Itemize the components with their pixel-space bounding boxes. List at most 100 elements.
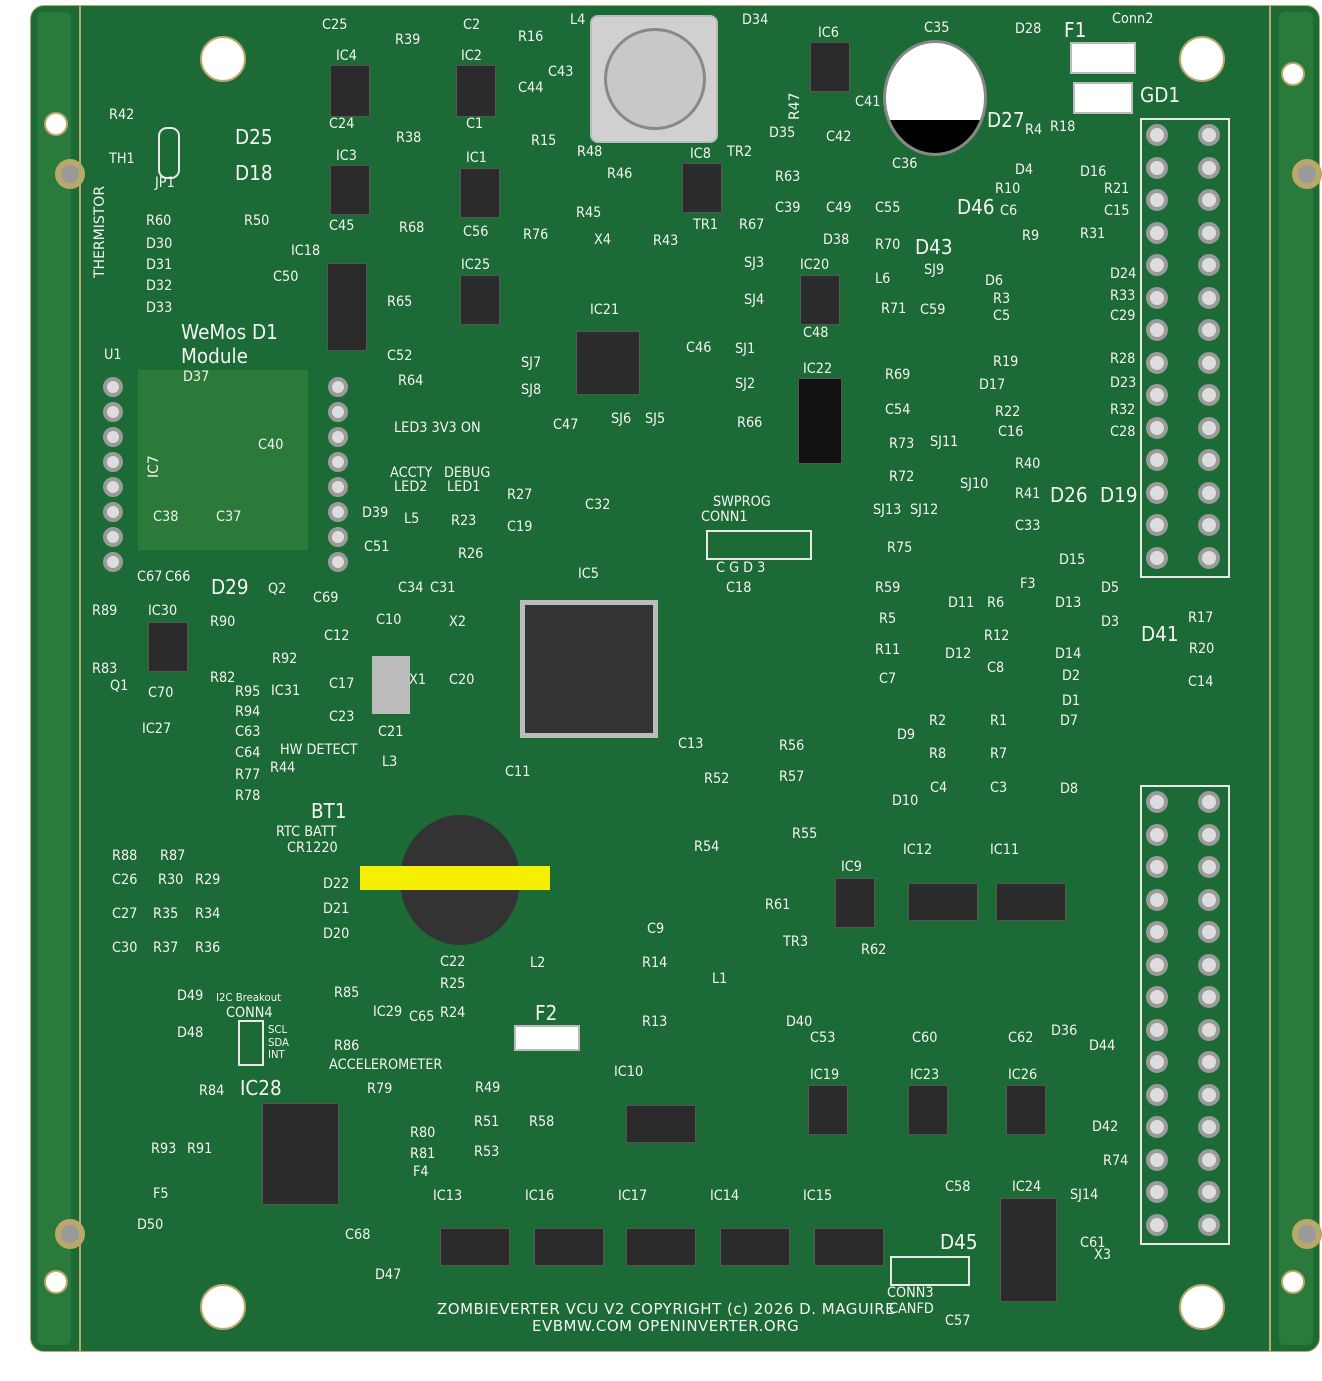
silkscreen-label: C49 [826, 200, 852, 216]
silkscreen-label: IC7 [146, 455, 162, 478]
silkscreen-label: R18 [1050, 119, 1076, 135]
conn3-canfd-header[interactable] [890, 1256, 970, 1286]
silkscreen-label: C9 [647, 921, 665, 937]
conn4-i2c-header[interactable] [238, 1020, 264, 1066]
silkscreen-label: CONN3 [887, 1285, 934, 1301]
ic26-chip [1006, 1085, 1046, 1135]
silkscreen-label: C11 [505, 764, 531, 780]
silkscreen-label: C8 [987, 660, 1005, 676]
silkscreen-label: C13 [678, 736, 704, 752]
u1-pin [328, 502, 348, 522]
f1-fuse [1070, 42, 1136, 74]
silkscreen-label: D37 [183, 369, 210, 385]
silkscreen-label: L3 [382, 754, 398, 770]
silkscreen-label: SCL [268, 1023, 288, 1036]
silkscreen-label: IC1 [466, 150, 487, 166]
jp1-jumper[interactable] [158, 127, 180, 179]
silkscreen-label: D47 [375, 1267, 402, 1283]
fiducial [55, 159, 85, 189]
silkscreen-label: R56 [779, 738, 805, 754]
ic6-chip [810, 42, 850, 92]
silkscreen-label: SJ6 [611, 411, 632, 427]
silkscreen-label: C6 [1000, 203, 1018, 219]
header-pin [1198, 449, 1220, 471]
silkscreen-label: D14 [1055, 646, 1082, 662]
silkscreen-label: R39 [395, 32, 421, 48]
silkscreen-label: IC9 [841, 859, 862, 875]
u1-pin [103, 402, 123, 422]
silkscreen-label: R78 [235, 788, 261, 804]
silkscreen-label: D39 [362, 505, 389, 521]
silkscreen-label: R2 [929, 713, 947, 729]
silkscreen-label: R82 [210, 670, 236, 686]
silkscreen-label: R41 [1015, 486, 1041, 502]
silkscreen-label: C1 [466, 116, 484, 132]
silkscreen-label: IC29 [373, 1004, 403, 1020]
silkscreen-label: SJ3 [744, 255, 765, 271]
silkscreen-label: C25 [322, 17, 348, 33]
ic5-microcontroller [520, 600, 658, 738]
silkscreen-label: C55 [875, 200, 901, 216]
silkscreen-label: SJ2 [735, 376, 756, 392]
mounting-hole [1179, 36, 1225, 82]
header-pin [1146, 921, 1168, 943]
ic21-chip [576, 331, 640, 395]
silkscreen-label: D48 [177, 1025, 204, 1041]
ic28-chip [262, 1103, 339, 1205]
silkscreen-label: R61 [765, 897, 791, 913]
header-pin [1198, 1116, 1220, 1138]
silkscreen-label: R38 [396, 130, 422, 146]
silkscreen-label: F4 [413, 1164, 429, 1180]
silkscreen-label: D32 [146, 278, 173, 294]
silkscreen-label: R11 [875, 642, 901, 658]
silkscreen-label: C15 [1104, 203, 1130, 219]
silkscreen-label: R63 [775, 169, 801, 185]
silkscreen-label: C16 [998, 424, 1024, 440]
silkscreen-label: R57 [779, 769, 805, 785]
silkscreen-label: R70 [875, 237, 901, 253]
header-pin [1198, 888, 1220, 911]
silkscreen-label: C65 [409, 1009, 435, 1025]
header-pin [1198, 286, 1220, 309]
header-pin [1198, 481, 1220, 504]
u1-pin [328, 377, 348, 397]
silkscreen-label: D36 [1051, 1023, 1078, 1039]
silkscreen-label: X3 [1094, 1247, 1112, 1263]
silkscreen-label: JP1 [155, 175, 175, 191]
header-pin [1146, 1051, 1168, 1073]
silkscreen-label: R45 [576, 205, 602, 221]
header-pin [1146, 124, 1168, 146]
silkscreen-label: IC26 [1008, 1067, 1038, 1083]
ic3-chip [330, 165, 370, 215]
silkscreen-label: IC11 [990, 842, 1020, 858]
silkscreen-label: D18 [235, 161, 273, 185]
conn2-header-bottom [1140, 785, 1230, 1245]
header-pin [1198, 546, 1220, 569]
silkscreen-label: C42 [826, 129, 852, 145]
rail-hole [44, 112, 68, 136]
ic9-chip [835, 878, 875, 928]
header-pin [1146, 449, 1168, 471]
silkscreen-label: C50 [273, 269, 299, 285]
silkscreen-label: IC14 [710, 1188, 740, 1204]
ic15-regulator [814, 1228, 884, 1266]
silkscreen-label: IC10 [614, 1064, 644, 1080]
silkscreen-label: R93 [151, 1141, 177, 1157]
conn1-swprog-header[interactable] [706, 530, 812, 560]
silkscreen-label: D34 [742, 12, 769, 28]
header-pin [1198, 1181, 1220, 1203]
silkscreen-label: ACCTY [390, 465, 433, 481]
silkscreen-label: R85 [334, 985, 360, 1001]
silkscreen-label: Module [181, 344, 248, 368]
ic30-chip [148, 622, 188, 672]
bt1-contact [360, 866, 550, 890]
header-pin [1146, 888, 1168, 911]
ic8-chip [682, 163, 722, 213]
silkscreen-label: D43 [915, 235, 953, 259]
u1-pin [103, 552, 123, 572]
silkscreen-label: R68 [399, 220, 425, 236]
silkscreen-label: C39 [775, 200, 801, 216]
silkscreen-label: C60 [912, 1030, 938, 1046]
silkscreen-label: C57 [945, 1313, 971, 1329]
silkscreen-label: C47 [553, 417, 579, 433]
